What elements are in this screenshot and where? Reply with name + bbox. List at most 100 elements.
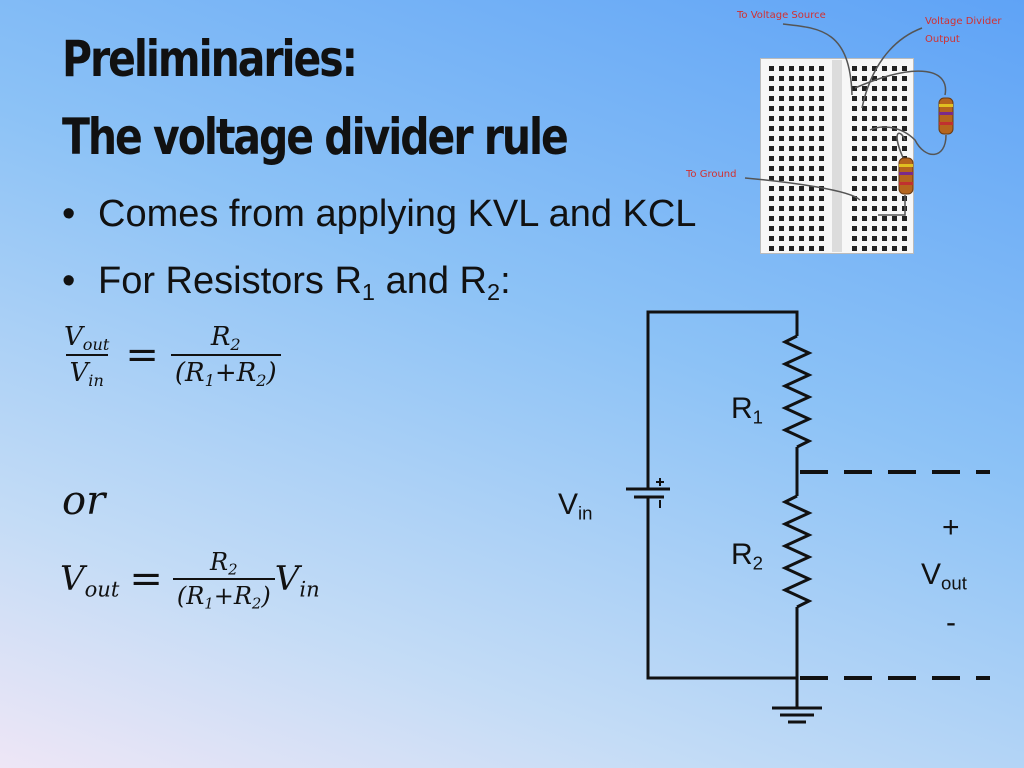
breadboard-hole [819, 216, 824, 221]
or-text: or [62, 478, 106, 524]
breadboard-hole [799, 236, 804, 241]
breadboard-hole [809, 206, 814, 211]
vout-symbol: Vout [60, 559, 120, 602]
breadboard-hole [852, 196, 857, 201]
breadboard-hole [769, 126, 774, 131]
bullet-marker: • [62, 193, 76, 235]
breadboard-hole [872, 236, 877, 241]
breadboard-hole [819, 106, 824, 111]
breadboard-hole [872, 126, 877, 131]
breadboard-hole [779, 66, 784, 71]
breadboard-hole [902, 236, 907, 241]
breadboard-hole [799, 126, 804, 131]
breadboard-hole [799, 206, 804, 211]
breadboard-hole [892, 186, 897, 191]
breadboard-hole [809, 166, 814, 171]
breadboard-hole [789, 166, 794, 171]
breadboard-hole [779, 246, 784, 251]
breadboard-hole [902, 206, 907, 211]
breadboard-hole [779, 166, 784, 171]
breadboard-hole [852, 226, 857, 231]
breadboard-hole [799, 176, 804, 181]
breadboard-hole [872, 76, 877, 81]
breadboard-hole [809, 216, 814, 221]
breadboard-hole [799, 96, 804, 101]
breadboard-hole [809, 116, 814, 121]
fraction-r2-sum: R2 (R1+R2) [170, 322, 281, 388]
breadboard-hole [882, 186, 887, 191]
breadboard-hole [809, 226, 814, 231]
breadboard-hole [769, 206, 774, 211]
breadboard-hole [819, 176, 824, 181]
breadboard-hole [872, 86, 877, 91]
breadboard-hole [892, 226, 897, 231]
breadboard-hole [852, 186, 857, 191]
breadboard-hole [809, 186, 814, 191]
breadboard-hole [769, 96, 774, 101]
vin-symbol: Vin [274, 559, 320, 602]
breadboard-hole [799, 186, 804, 191]
breadboard-hole [882, 216, 887, 221]
bullet-text: and R [375, 260, 487, 302]
wire-bottom [646, 506, 799, 680]
breadboard-hole [882, 176, 887, 181]
breadboard-hole [852, 76, 857, 81]
breadboard-hole [872, 136, 877, 141]
breadboard-hole [902, 66, 907, 71]
breadboard-hole [892, 136, 897, 141]
breadboard-hole [789, 76, 794, 81]
breadboard-hole [892, 96, 897, 101]
bullet-item: •Comes from applying KVL and KCL [62, 195, 696, 233]
breadboard-hole [819, 136, 824, 141]
fraction-r2-sum: R2 (R1+R2) [172, 548, 275, 611]
breadboard-hole [902, 216, 907, 221]
breadboard-hole [789, 236, 794, 241]
breadboard-hole [799, 136, 804, 141]
breadboard-hole [862, 96, 867, 101]
breadboard-hole [892, 86, 897, 91]
breadboard-hole [769, 76, 774, 81]
breadboard-hole [862, 86, 867, 91]
breadboard-hole [872, 146, 877, 151]
breadboard-hole [902, 186, 907, 191]
breadboard-hole [862, 236, 867, 241]
breadboard-hole [819, 236, 824, 241]
breadboard-hole [852, 96, 857, 101]
breadboard-hole [779, 186, 784, 191]
bullet-text: For Resistors R [98, 260, 362, 302]
breadboard-hole [769, 146, 774, 151]
breadboard-hole [852, 246, 857, 251]
label-vout-minus: - [946, 606, 956, 639]
breadboard-hole [902, 226, 907, 231]
breadboard-hole [819, 66, 824, 71]
breadboard-hole [852, 156, 857, 161]
slide-title-line2: The voltage divider rule [62, 108, 569, 166]
breadboard-hole [779, 216, 784, 221]
breadboard-hole [882, 106, 887, 111]
breadboard-hole [789, 246, 794, 251]
breadboard-hole [809, 146, 814, 151]
breadboard-hole [779, 116, 784, 121]
label-vout-plus: + [942, 511, 960, 544]
breadboard-hole [819, 166, 824, 171]
breadboard-hole [852, 206, 857, 211]
breadboard-hole [882, 136, 887, 141]
breadboard-hole [789, 66, 794, 71]
breadboard-hole [809, 236, 814, 241]
breadboard-hole [779, 76, 784, 81]
breadboard-hole [852, 86, 857, 91]
breadboard-hole [872, 166, 877, 171]
breadboard-hole [809, 176, 814, 181]
breadboard-hole [769, 186, 774, 191]
breadboard-hole [769, 116, 774, 121]
breadboard-hole [819, 206, 824, 211]
breadboard-hole [852, 166, 857, 171]
label-r1: R1 [731, 392, 764, 428]
breadboard-hole [799, 86, 804, 91]
breadboard-hole [769, 236, 774, 241]
breadboard-hole [809, 96, 814, 101]
breadboard-hole [862, 146, 867, 151]
breadboard-hole [882, 246, 887, 251]
breadboard-hole [789, 96, 794, 101]
breadboard-hole [902, 106, 907, 111]
